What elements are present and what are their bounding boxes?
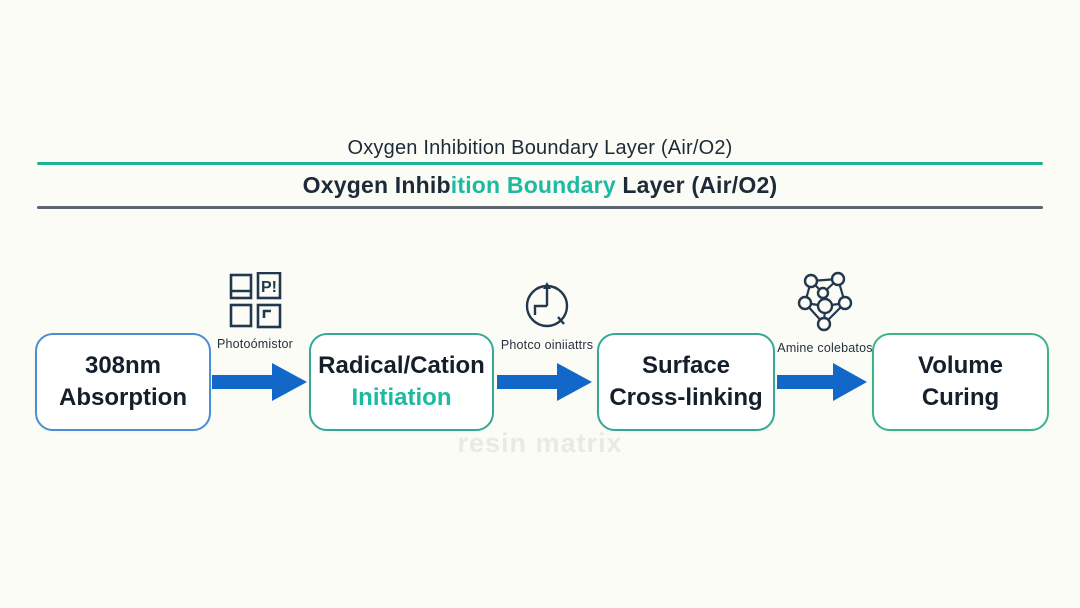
box-label-line: Volume	[918, 352, 1003, 380]
flow-box-surface-cross-linking: Surface Cross-linking	[597, 333, 775, 431]
box-label-line: Curing	[921, 384, 1000, 411]
arrow-annotation-photoinitiator: P! Photoómistor	[207, 272, 303, 351]
watermark-text: resin matrix	[457, 428, 623, 458]
flow-arrow-3	[777, 363, 867, 401]
clock-icon	[525, 282, 569, 328]
flow-box-radical-cation-initiation: Radical/Cation Initiation	[309, 333, 494, 431]
box-label-line: Surface	[641, 352, 731, 380]
title-main-segment-teal: ition Boundary	[450, 172, 616, 198]
box-label-line: 308nm	[84, 352, 162, 380]
flow-arrow-2	[497, 363, 592, 401]
box-label-line: Absorption	[59, 384, 187, 411]
arrow-annotation-label: Photoómistor	[216, 337, 294, 351]
boundary-layer-title-top: Oxygen Inhibition Boundary Layer (Air/O2…	[347, 137, 733, 159]
flow-box-volume-curing: Volume Curing	[872, 333, 1049, 431]
dark-divider-line	[37, 206, 1043, 209]
arrow-annotation-amine-catalysts: Amine colebatos	[766, 270, 884, 355]
molecule-icon	[797, 271, 853, 332]
teal-divider-line	[37, 162, 1043, 165]
photoinitiator-grid-icon: P!	[229, 272, 282, 329]
arrow-annotation-label: Amine colebatos	[777, 341, 873, 355]
box-label-line: Cross-linking	[609, 384, 763, 411]
flow-box-308nm-absorption: 308nm Absorption	[35, 333, 211, 431]
title-main-segment-dark: Layer (Air/O2)	[615, 172, 778, 198]
boundary-layer-title-main: Oxygen Inhibition Boundary Layer (Air/O2…	[0, 172, 1080, 199]
title-main-segment-dark: Oxygen Inhib	[302, 172, 451, 198]
svg-text:P!: P!	[261, 279, 277, 296]
arrow-annotation-label: Photco oiniiattrs	[500, 338, 594, 352]
box-label-line: Radical/Cation	[318, 352, 485, 380]
arrow-annotation-photo-initiators: Photco oiniiattrs	[492, 279, 602, 352]
flow-arrow-1	[212, 363, 307, 401]
box-label-line: Initiation	[351, 384, 452, 411]
